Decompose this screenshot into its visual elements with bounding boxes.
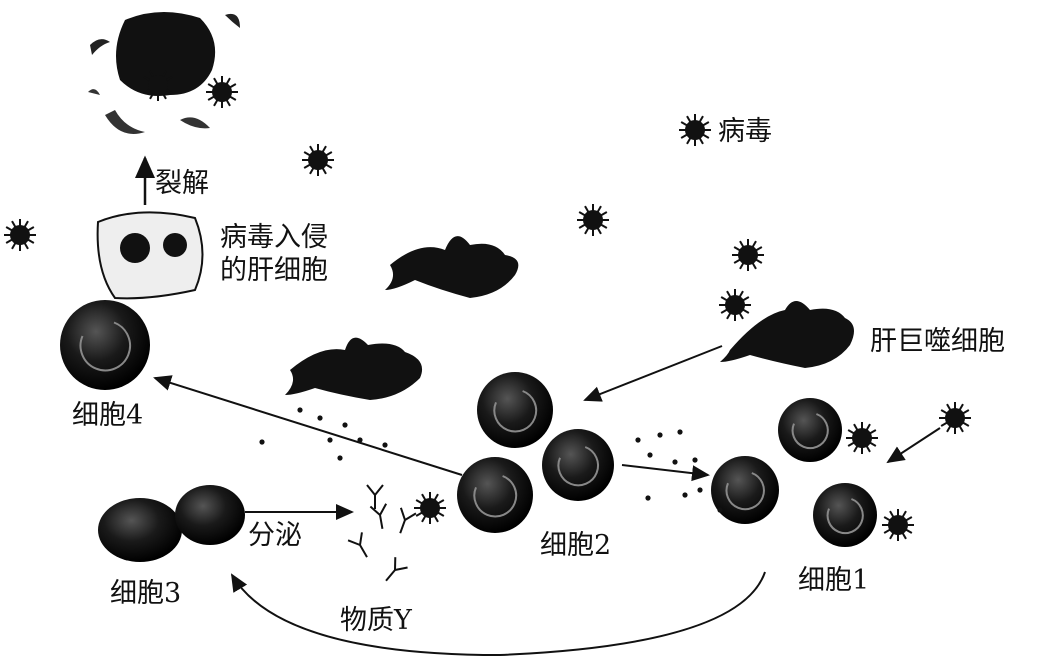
macrophage xyxy=(720,301,854,368)
virus-icon xyxy=(302,144,334,176)
dot xyxy=(342,422,348,428)
dot xyxy=(317,415,323,421)
virus-icon xyxy=(846,422,878,454)
dot xyxy=(357,437,363,443)
virus-icon xyxy=(577,204,609,236)
dot xyxy=(382,442,388,448)
dot xyxy=(297,407,303,413)
infected-cell-label-1: 病毒入侵 xyxy=(220,222,328,253)
secrete-label: 分泌 xyxy=(248,520,302,551)
dot xyxy=(647,452,653,458)
cell1-lymphocyte xyxy=(778,398,842,462)
dot xyxy=(682,492,688,498)
lymphocyte-group xyxy=(60,300,877,547)
virus-to-cell1-arrow xyxy=(886,427,941,464)
infected-cell-label-2: 的肝细胞 xyxy=(220,255,328,286)
cell2-lymphocyte xyxy=(542,429,614,501)
antibody-icon xyxy=(347,532,368,558)
lysis-label: 裂解 xyxy=(155,168,209,199)
virus-label: 病毒 xyxy=(718,116,772,147)
cell3-plasma-cells xyxy=(98,485,245,562)
virus-group xyxy=(4,69,971,541)
substance-y-label: 物质Y xyxy=(340,605,412,636)
dot xyxy=(672,459,678,465)
virus-icon xyxy=(732,239,764,271)
cell1-to-cell3-arrow xyxy=(230,571,766,657)
dot xyxy=(337,455,343,461)
dot xyxy=(645,495,651,501)
macrophage-to-cell2-arrow xyxy=(583,345,723,402)
dot xyxy=(692,457,698,463)
cell4-label: 细胞4 xyxy=(72,400,144,431)
cell1-label: 细胞1 xyxy=(798,565,870,596)
virus-icon xyxy=(142,69,174,101)
antibody-icon xyxy=(399,507,417,534)
cell2-lymphocyte xyxy=(457,457,533,533)
macrophage-group xyxy=(285,236,854,400)
cell4-lymphocyte xyxy=(60,300,150,390)
cell1-lymphocyte xyxy=(711,456,779,524)
cell2-to-cell1-arrow xyxy=(621,464,710,482)
virus-icon xyxy=(939,402,971,434)
arrows xyxy=(153,345,941,657)
antibody-icon xyxy=(369,503,388,529)
antibody-icon xyxy=(385,557,408,582)
infected-liver-cell xyxy=(96,211,204,300)
lysed-cell-debris xyxy=(88,11,240,134)
virus-icon xyxy=(206,76,238,108)
virus-icon xyxy=(414,492,446,524)
dot xyxy=(677,429,683,435)
dot xyxy=(657,432,663,438)
antibody-group xyxy=(347,484,417,582)
dot xyxy=(327,437,333,443)
cell2-label: 细胞2 xyxy=(540,530,612,561)
virus-icon xyxy=(679,114,711,146)
dot xyxy=(635,437,641,443)
macrophage xyxy=(385,236,519,298)
cell1-lymphocyte xyxy=(813,483,877,547)
cell2-lymphocyte xyxy=(477,372,553,448)
dot xyxy=(259,439,265,445)
dot xyxy=(697,487,703,493)
dot xyxy=(717,507,723,513)
virus-icon xyxy=(719,289,751,321)
cytokine-dots xyxy=(259,407,723,513)
cell2-to-cell4-arrow xyxy=(153,375,463,476)
cell3-label: 细胞3 xyxy=(110,578,182,609)
virus-icon xyxy=(4,219,36,251)
virus-icon xyxy=(882,509,914,541)
macrophage-label: 肝巨噬细胞 xyxy=(870,326,1005,357)
antibody-icon xyxy=(366,484,384,509)
macrophage xyxy=(285,337,423,400)
